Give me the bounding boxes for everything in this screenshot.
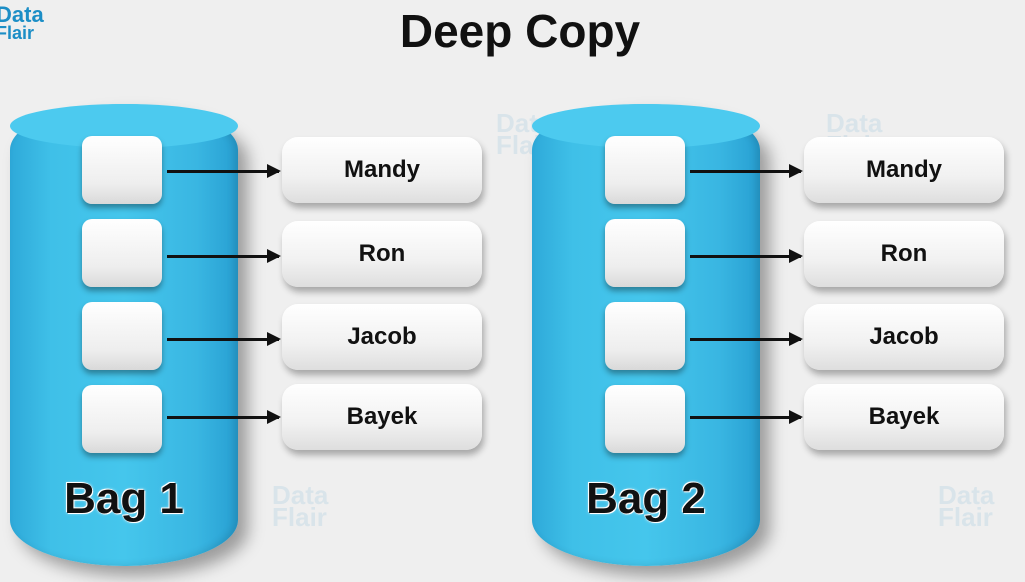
reference-arrow — [690, 249, 803, 263]
bag-2-slot — [605, 385, 685, 453]
bag-2-slot — [605, 219, 685, 287]
bag-1-label: Bag 1 — [64, 474, 184, 523]
name-box: Ron — [282, 221, 482, 287]
diagram-title: Deep Copy — [399, 5, 641, 57]
bag-1-slot — [82, 219, 162, 287]
name-box: Mandy — [282, 137, 482, 203]
bag-1-slot — [82, 385, 162, 453]
logo-line-2: Flair — [0, 23, 35, 43]
reference-arrow — [690, 410, 803, 424]
reference-arrow — [167, 164, 281, 178]
bag-2-slot — [605, 136, 685, 204]
bag-2-cylinder: Bag 2 — [532, 104, 760, 566]
name-box: Jacob — [282, 304, 482, 370]
reference-arrow — [690, 164, 803, 178]
name-box: Bayek — [282, 384, 482, 450]
name-box: Ron — [804, 221, 1004, 287]
bag-2-label: Bag 2 — [586, 474, 706, 523]
bag-1-slot — [82, 302, 162, 370]
name-box: Bayek — [804, 384, 1004, 450]
reference-arrow — [167, 249, 281, 263]
reference-arrow — [690, 332, 803, 346]
name-box: Mandy — [804, 137, 1004, 203]
bag-1-slot — [82, 136, 162, 204]
logo-line-1: Data — [0, 2, 44, 27]
name-box: Jacob — [804, 304, 1004, 370]
reference-arrow — [167, 410, 281, 424]
brand-logo: Data Flair — [0, 2, 44, 43]
reference-arrow — [167, 332, 281, 346]
bag-2-slot — [605, 302, 685, 370]
